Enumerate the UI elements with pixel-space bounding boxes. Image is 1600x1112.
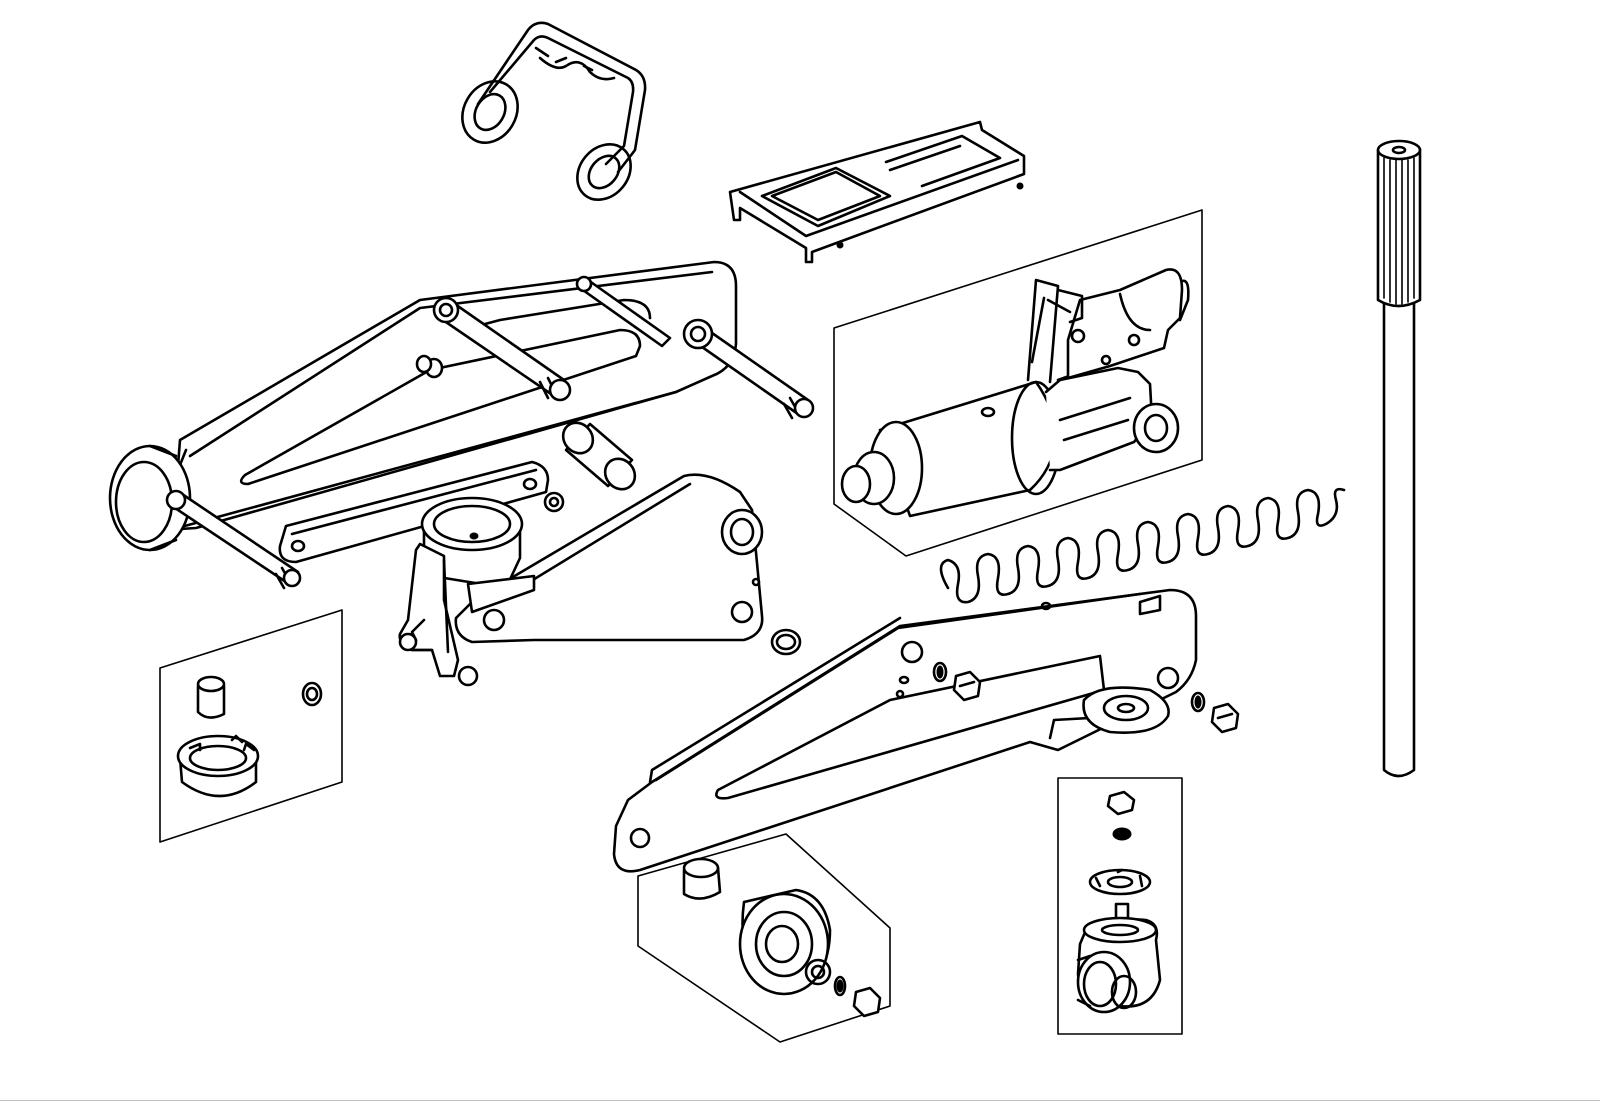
handle-bar xyxy=(1376,139,1422,778)
saddle-lift-link xyxy=(398,473,802,687)
side-frame xyxy=(612,588,1240,873)
connecting-link xyxy=(278,460,550,564)
caster-inset xyxy=(1057,777,1183,1035)
axle-pin xyxy=(165,275,815,590)
return-spring xyxy=(939,487,1346,604)
saddle-bracket xyxy=(728,120,1026,264)
rear-wheel-inset xyxy=(637,833,891,1043)
hydraulic-pump-unit xyxy=(833,209,1203,557)
bottom-rule xyxy=(0,1100,1600,1101)
small-parts-inset xyxy=(159,609,343,843)
handle-yoke xyxy=(461,21,647,201)
